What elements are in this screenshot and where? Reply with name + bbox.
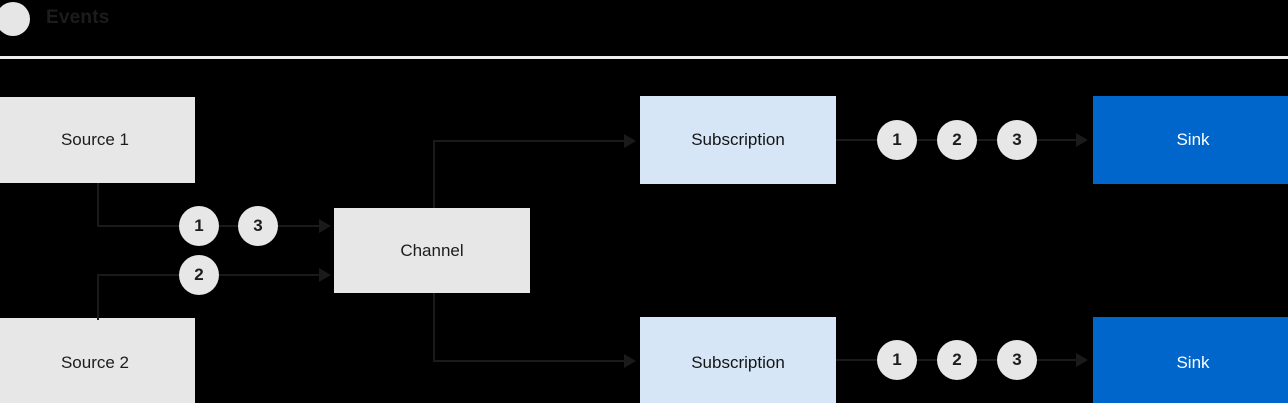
node-sink-top-label: Sink (1176, 130, 1210, 149)
event-circle: 2 (937, 340, 977, 380)
arrow-subscription-bottom-to-sink (1076, 353, 1088, 367)
node-sink-bottom-label: Sink (1176, 352, 1210, 372)
node-subscription-bottom-label: Subscription (691, 352, 785, 372)
event-circle: 2 (937, 120, 977, 160)
edge-source1-vertical (97, 183, 99, 227)
arrow-source2-to-channel (319, 268, 331, 282)
node-source-1-label: Source 1 (60, 130, 130, 149)
header-divider (0, 56, 1288, 59)
edge-channel-down-horizontal (433, 360, 624, 362)
node-source-2[interactable]: Source 2 (0, 318, 195, 403)
event-circle: 1 (179, 206, 219, 246)
event-circle: 3 (997, 340, 1037, 380)
arrow-subscription-top-to-sink (1076, 133, 1088, 147)
event-circle: 3 (997, 120, 1037, 160)
event-circle: 1 (877, 120, 917, 160)
node-subscription-top-label: Subscription (691, 130, 785, 149)
node-source-2-label: Source 2 (60, 353, 130, 372)
event-circle: 2 (179, 255, 219, 295)
edge-channel-down-vertical (433, 293, 435, 362)
arrow-channel-to-subscription-top (624, 134, 636, 148)
edge-channel-up-vertical (433, 140, 435, 208)
event-circle: 1 (877, 340, 917, 380)
event-dot-icon (0, 2, 30, 36)
node-subscription-top[interactable]: Subscription (640, 96, 836, 184)
edge-channel-up-horizontal (433, 140, 624, 142)
node-sink-bottom[interactable]: Sink (1093, 317, 1288, 403)
edge-source2-vertical (97, 274, 99, 320)
node-sink-top[interactable]: Sink (1093, 96, 1288, 184)
arrow-source1-to-channel (319, 219, 331, 233)
legend-label: Events (46, 7, 110, 28)
node-subscription-bottom[interactable]: Subscription (640, 317, 836, 403)
event-circle: 3 (238, 206, 278, 246)
arrow-channel-to-subscription-bottom (624, 354, 636, 368)
node-channel-label: Channel (400, 240, 464, 260)
node-channel[interactable]: Channel (334, 208, 530, 293)
node-source-1[interactable]: Source 1 (0, 97, 195, 183)
